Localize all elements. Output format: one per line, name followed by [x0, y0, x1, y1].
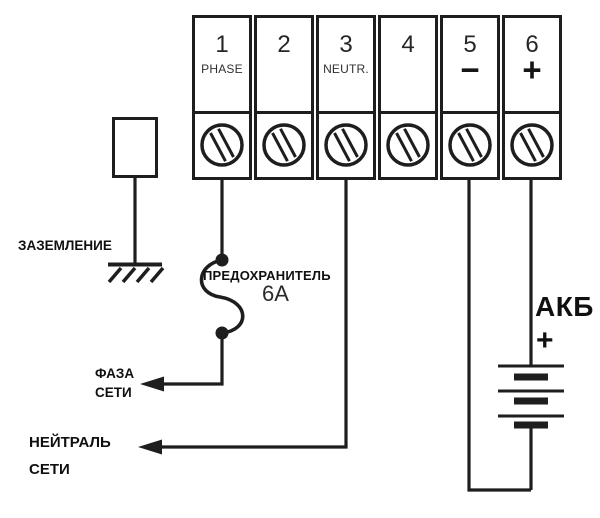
terminal-number: 5	[463, 31, 477, 58]
terminal-4: 4	[378, 15, 438, 180]
screw-icon	[324, 123, 368, 167]
terminal-number: 3	[339, 31, 353, 58]
phase-wire-lower	[162, 336, 224, 386]
terminal-number: 2	[277, 31, 291, 58]
terminal-2: 2	[254, 15, 314, 180]
terminal-6: 6 +	[502, 15, 562, 180]
screw-icon	[262, 123, 306, 167]
mains-neutral-label-line2: СЕТИ	[29, 461, 70, 478]
fuse-label: ПРЕДОХРАНИТЕЛЬ	[203, 268, 331, 283]
screw-icon	[510, 123, 554, 167]
terminal-3: 3 NEUTR.	[316, 15, 376, 180]
terminal-label: NEUTR.	[323, 62, 369, 76]
terminal-label: PHASE	[201, 62, 243, 76]
mains-phase-label-line1: ФАЗА	[95, 366, 135, 381]
terminal-plus-symbol: +	[522, 51, 542, 88]
mains-phase-label: ФАЗА СЕТИ	[95, 364, 134, 402]
screw-icon	[448, 123, 492, 167]
screw-icon	[200, 123, 244, 167]
terminal-number: 6	[525, 31, 539, 58]
grounding-label: ЗАЗЕМЛЕНИЕ	[18, 238, 112, 253]
mains-phase-label-line2: СЕТИ	[95, 385, 132, 400]
terminal-1: 1 PHASE	[192, 15, 252, 180]
neutral-wire	[160, 180, 348, 449]
terminal-5: 5 −	[440, 15, 500, 180]
neutral-arrow-icon	[138, 439, 162, 455]
fuse-rating-label: 6А	[262, 281, 289, 306]
fuse-element	[199, 258, 245, 335]
terminal-number: 1	[215, 31, 229, 58]
screw-icon	[386, 123, 430, 167]
mains-neutral-label-line1: НЕЙТРАЛЬ	[29, 434, 111, 451]
battery-negative-wire	[467, 180, 531, 492]
ground-symbol	[107, 262, 165, 284]
terminal-minus-symbol: −	[460, 51, 480, 88]
battery-plus-label: +	[536, 324, 554, 357]
phase-arrow-icon	[140, 376, 164, 392]
fuse-bottom-junction-dot	[215, 326, 229, 340]
fuse-top-junction-dot	[215, 253, 229, 267]
mains-neutral-label: НЕЙТРАЛЬ СЕТИ	[29, 429, 111, 483]
earth-terminal-box	[112, 117, 158, 178]
battery-symbol	[498, 364, 564, 490]
terminal-block: 1 PHASE 2 3	[192, 15, 562, 180]
terminal-number: 4	[401, 31, 415, 58]
battery-label: АКБ	[535, 291, 594, 322]
